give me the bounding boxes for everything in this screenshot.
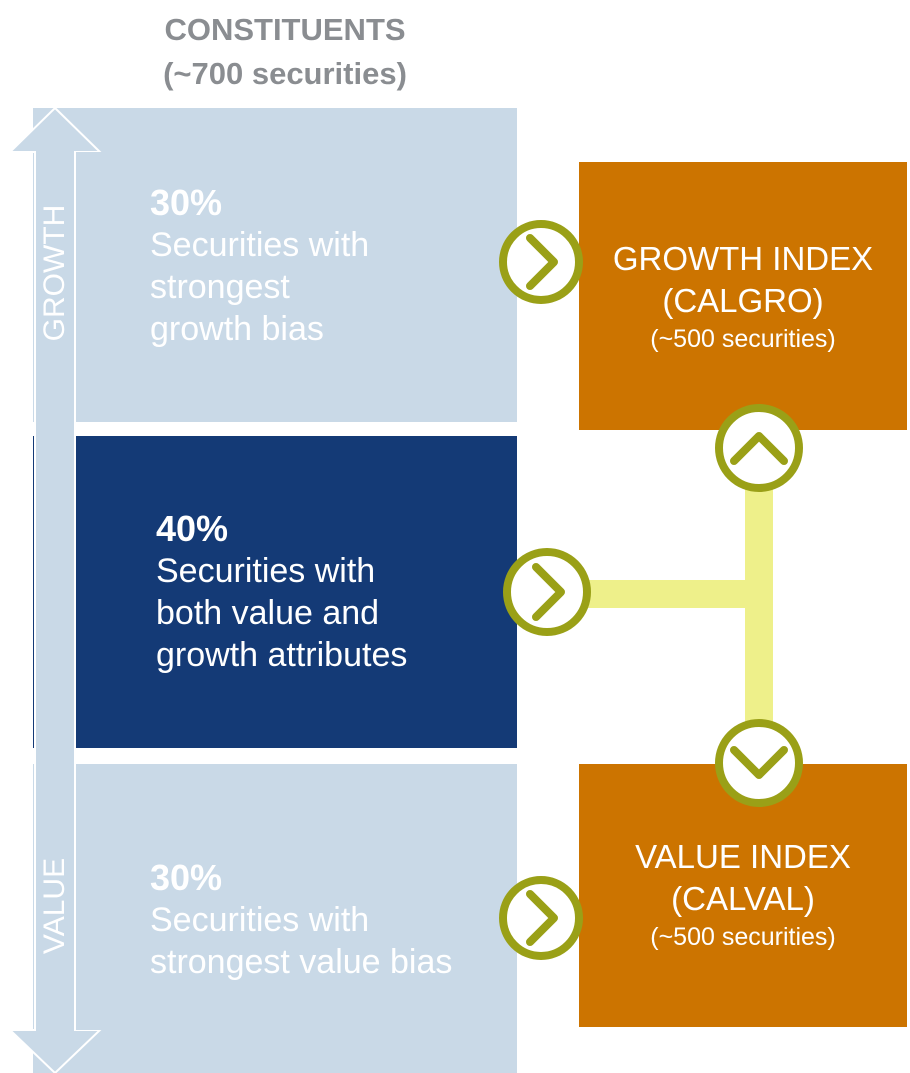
middle-desc-line1: Securities with	[156, 552, 376, 590]
header-subtitle: (~700 securities)	[163, 56, 407, 91]
middle-desc-line3: growth attributes	[156, 636, 408, 674]
value-index-code: (CALVAL)	[671, 880, 815, 917]
value-band-text: 30% Securities with strongest value bias	[150, 857, 500, 983]
middle-percent: 40%	[156, 508, 229, 549]
connector-vertical	[745, 450, 773, 750]
value-desc-line1: Securities with	[150, 901, 370, 939]
value-index-box: VALUE INDEX (CALVAL) (~500 securities)	[579, 764, 907, 1027]
connector-horizontal	[585, 580, 765, 608]
growth-desc-line1: Securities with	[150, 226, 370, 264]
chevron-up-icon	[715, 404, 803, 492]
chevron-right-icon	[503, 548, 591, 636]
middle-desc-line2: both value and	[156, 594, 380, 632]
header-title: CONSTITUENTS	[164, 12, 406, 47]
growth-percent: 30%	[150, 182, 223, 223]
value-percent: 30%	[150, 857, 223, 898]
chevron-down-icon	[715, 719, 803, 807]
growth-desc-line3: growth bias	[150, 310, 324, 348]
value-index-count: (~500 securities)	[650, 923, 836, 951]
growth-index-box: GROWTH INDEX (CALGRO) (~500 securities)	[579, 162, 907, 430]
constituents-header: CONSTITUENTS (~700 securities)	[100, 8, 470, 96]
value-index-name: VALUE INDEX	[635, 838, 851, 875]
growth-index-count: (~500 securities)	[650, 325, 836, 353]
growth-index-code: (CALGRO)	[662, 282, 824, 319]
value-desc-line2: strongest value bias	[150, 943, 453, 981]
middle-band-text: 40% Securities with both value and growt…	[156, 508, 496, 676]
growth-desc-line2: strongest	[150, 268, 290, 306]
growth-index-name: GROWTH INDEX	[612, 240, 874, 277]
chevron-right-icon	[499, 876, 583, 960]
middle-band	[33, 436, 517, 748]
growth-band-text: 30% Securities with strongest growth bia…	[150, 182, 490, 350]
chevron-right-icon	[499, 220, 583, 304]
